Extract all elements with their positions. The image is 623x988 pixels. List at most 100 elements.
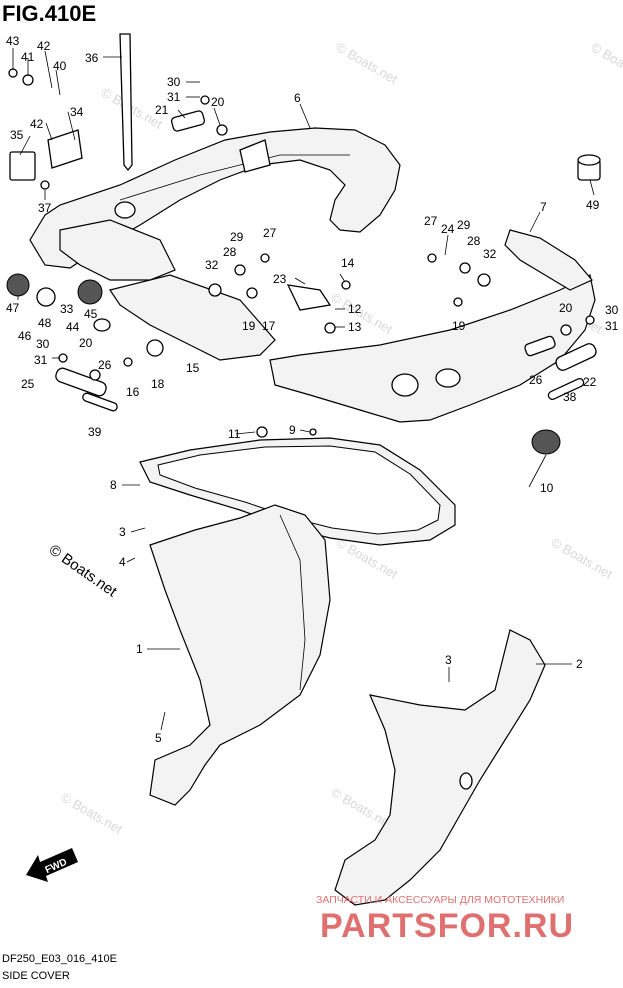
callout-29: 29 — [230, 230, 244, 244]
part-33-cap — [77, 279, 103, 305]
part-45-washer — [93, 318, 111, 332]
callout-40: 40 — [53, 59, 67, 73]
callout-3: 3 — [119, 525, 126, 539]
callout-46: 46 — [18, 329, 32, 343]
callout-26: 26 — [529, 373, 543, 387]
part-22-handle — [555, 343, 597, 371]
callout-11: 11 — [228, 427, 241, 441]
callout-20: 20 — [559, 301, 573, 315]
callout-19: 19 — [452, 319, 466, 333]
callout-13: 13 — [348, 320, 362, 334]
callout-18: 18 — [151, 377, 165, 391]
fwd-arrow-icon: FWD — [26, 848, 78, 882]
grommet-hole — [435, 368, 461, 388]
part-26-handle — [524, 335, 556, 357]
callout-48: 48 — [38, 316, 52, 330]
footer-name: SIDE COVER — [2, 970, 70, 982]
callout-42: 42 — [30, 117, 44, 131]
watermark-main: © Boats.net — [46, 541, 121, 600]
callout-20: 20 — [79, 336, 93, 350]
callout-31: 31 — [167, 90, 181, 104]
part-2-side-cover — [334, 629, 546, 906]
callout-30: 30 — [167, 75, 181, 89]
callout-31: 31 — [605, 319, 619, 333]
callout-9: 9 — [289, 423, 296, 437]
callout-30: 30 — [605, 303, 619, 317]
part-21-handle — [170, 110, 206, 132]
footer-code: DF250_E03_016_410E — [2, 953, 117, 965]
watermark: © Boats.net — [329, 290, 396, 337]
figure-title: FIG.410E — [2, 1, 96, 26]
brand-logo-text: PARTSFOR.RU — [320, 907, 574, 945]
callout-23: 23 — [273, 272, 287, 286]
callout-14: 14 — [341, 256, 355, 270]
callout-22: 22 — [583, 375, 597, 389]
fuel-cover-part — [59, 219, 176, 281]
callout-2: 2 — [576, 657, 583, 671]
part-36-rod — [119, 33, 133, 172]
callout-10: 10 — [540, 481, 554, 495]
part-15-bracket — [109, 274, 276, 361]
watermark: © Boats.net — [334, 40, 401, 87]
callout-41: 41 — [21, 50, 35, 64]
part-49-plug — [577, 154, 601, 181]
callout-47: 47 — [6, 301, 20, 315]
callout-36: 36 — [85, 51, 99, 65]
watermark: © Boats.net — [589, 40, 623, 87]
callout-26: 26 — [98, 358, 112, 372]
callout-35: 35 — [10, 128, 24, 142]
watermark: © Boats.net — [549, 535, 616, 582]
callout-25: 25 — [21, 377, 35, 391]
callout-24: 24 — [441, 222, 455, 236]
part-12-bracket — [286, 284, 332, 311]
callout-34: 34 — [70, 105, 84, 119]
callout-3: 3 — [445, 653, 452, 667]
part-10-plug — [531, 429, 561, 455]
callout-38: 38 — [563, 390, 577, 404]
callout-27: 27 — [424, 214, 438, 228]
callout-12: 12 — [348, 302, 362, 316]
part-35-plate — [9, 151, 36, 181]
part-48-cap — [36, 287, 56, 307]
callout-8: 8 — [110, 478, 117, 492]
callout-27: 27 — [263, 226, 277, 240]
callout-7: 7 — [540, 200, 547, 214]
callout-17: 17 — [262, 319, 276, 333]
grommet-hole — [391, 373, 419, 397]
callout-49: 49 — [586, 198, 600, 212]
callout-19: 19 — [242, 319, 256, 333]
callout-6: 6 — [294, 91, 301, 105]
part-1-side-cover — [149, 504, 331, 806]
callout-29: 29 — [457, 218, 471, 232]
callout-43: 43 — [6, 34, 20, 48]
part-34-bracket — [47, 129, 83, 169]
callout-37: 37 — [38, 201, 52, 215]
callout-39: 39 — [88, 425, 102, 439]
callout-31: 31 — [34, 353, 48, 367]
callout-4: 4 — [119, 555, 126, 569]
callout-28: 28 — [223, 245, 237, 259]
callout-44: 44 — [66, 320, 80, 334]
bracket — [239, 139, 271, 173]
part-47-grommet — [6, 273, 30, 297]
callout-33: 33 — [60, 302, 74, 316]
callout-30: 30 — [36, 337, 50, 351]
part-38-strip — [547, 378, 585, 400]
callout-16: 16 — [126, 385, 140, 399]
callout-21: 21 — [155, 103, 169, 117]
callout-5: 5 — [155, 731, 162, 745]
callout-20: 20 — [211, 95, 225, 109]
hole — [459, 772, 473, 790]
part-39-strip — [82, 392, 118, 412]
brand-tagline: ЗАПЧАСТИ И АКСЕССУАРЫ ДЛЯ МОТОТЕХНИКИ — [316, 894, 564, 906]
part-7-side-frame — [269, 274, 596, 423]
part-18-grommet — [146, 339, 164, 357]
leader-lines — [12, 48, 595, 731]
part-25-handle — [55, 367, 107, 397]
callout-32: 32 — [205, 258, 219, 272]
callout-42: 42 — [37, 39, 51, 53]
callout-labels: 43 41 42 40 36 42 34 35 37 30 31 20 21 6… — [6, 34, 619, 745]
grommet-hole — [114, 201, 136, 219]
